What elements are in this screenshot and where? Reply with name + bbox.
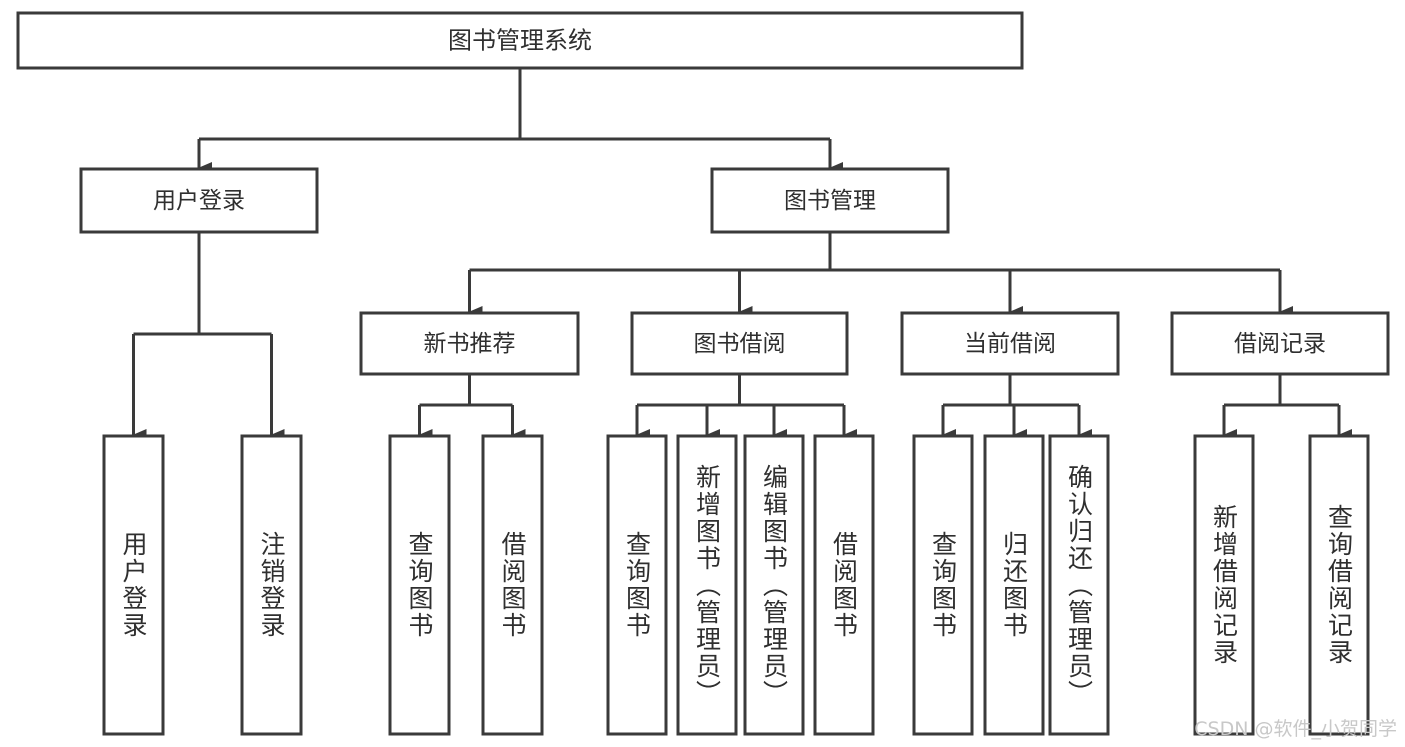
node-label-root: 图书管理系统: [448, 27, 592, 55]
node-label-current-borrow: 当前借阅: [964, 331, 1056, 357]
leaf-box-br-add-record: [1193, 434, 1255, 736]
leaf-node-br-add-record[interactable]: [1193, 434, 1255, 736]
leaf-node-bb-query-book[interactable]: [606, 434, 668, 736]
leaf-node-cb-confirm-return[interactable]: [1048, 434, 1110, 736]
node-new-book-recommend[interactable]: 新书推荐: [359, 311, 580, 376]
node-label-user-login: 用户登录: [153, 188, 245, 214]
leaf-box-nb-borrow-book: [481, 434, 544, 736]
leaf-node-bb-borrow-book[interactable]: [813, 434, 875, 736]
watermark: CSDN @软件_小贺同学: [1194, 718, 1397, 740]
node-box-user-login: [79, 167, 319, 234]
leaf-node-nb-borrow-book[interactable]: [481, 434, 544, 736]
leaf-node-user-logout-leaf[interactable]: [240, 434, 303, 736]
node-box-book-borrow: [630, 311, 849, 376]
leaf-box-nb-query-book: [388, 434, 451, 736]
leaf-box-bb-edit-book: [743, 434, 805, 736]
node-borrow-record[interactable]: 借阅记录: [1170, 311, 1390, 376]
node-box-book-management: [710, 167, 950, 234]
leaf-box-cb-return-book: [983, 434, 1045, 736]
leaf-box-cb-confirm-return: [1048, 434, 1110, 736]
leaf-node-bb-edit-book[interactable]: [743, 434, 805, 736]
leaf-box-br-query-record: [1308, 434, 1370, 736]
node-box-root: [16, 11, 1024, 70]
node-label-book-borrow: 图书借阅: [694, 331, 786, 357]
leaf-box-user-login-leaf: [102, 434, 165, 736]
node-box-current-borrow: [900, 311, 1120, 376]
leaf-box-bb-borrow-book: [813, 434, 875, 736]
leaf-box-bb-query-book: [606, 434, 668, 736]
node-root[interactable]: 图书管理系统: [16, 11, 1024, 70]
leaf-box-user-logout-leaf: [240, 434, 303, 736]
leaf-box-cb-query-book: [912, 434, 974, 736]
node-current-borrow[interactable]: 当前借阅: [900, 311, 1120, 376]
node-user-login[interactable]: 用户登录: [79, 167, 319, 234]
leaf-node-br-query-record[interactable]: [1308, 434, 1370, 736]
node-label-book-management: 图书管理: [784, 188, 876, 214]
node-book-management[interactable]: 图书管理: [710, 167, 950, 234]
leaf-node-cb-query-book[interactable]: [912, 434, 974, 736]
leaf-node-bb-add-book[interactable]: [676, 434, 738, 736]
node-label-borrow-record: 借阅记录: [1234, 331, 1326, 357]
leaf-box-bb-add-book: [676, 434, 738, 736]
node-label-new-book-recommend: 新书推荐: [424, 331, 516, 357]
leaf-node-user-login-leaf[interactable]: [102, 434, 165, 736]
node-box-new-book-recommend: [359, 311, 580, 376]
node-book-borrow[interactable]: 图书借阅: [630, 311, 849, 376]
leaf-node-nb-query-book[interactable]: [388, 434, 451, 736]
connector-layer: [132, 68, 1352, 441]
node-box-borrow-record: [1170, 311, 1390, 376]
leaf-node-cb-return-book[interactable]: [983, 434, 1045, 736]
